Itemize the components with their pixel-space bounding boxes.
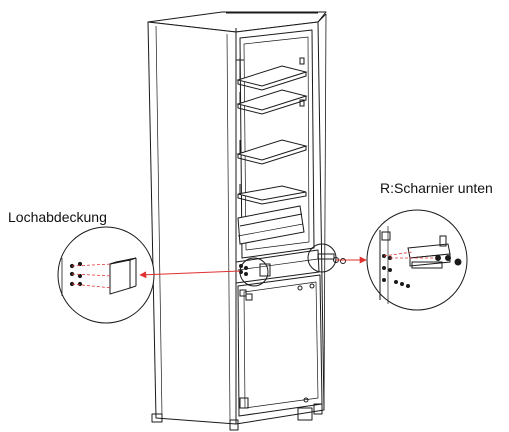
fridge-shelves [236, 57, 308, 245]
cabinet-hole-area [239, 257, 271, 287]
hinge-guides-right [383, 251, 436, 259]
crisper-drawer [237, 205, 305, 245]
shelf-2 [236, 89, 308, 115]
hole-cover [109, 259, 131, 295]
freezer-hinge-bottom [239, 397, 249, 409]
detail-circle-left [57, 226, 155, 324]
cabinet-hinge-area [307, 243, 346, 273]
fridge-compartment-frame [239, 29, 315, 259]
shelf-4 [237, 184, 307, 205]
label-lochabdeckung: Lochabdeckung [8, 209, 107, 225]
arrow-to-left-detail [139, 270, 241, 279]
shelf-3 [236, 139, 308, 165]
screw-icon [445, 255, 451, 261]
label-scharnier-unten: R:Scharnier unten [380, 180, 493, 196]
screw-icon [454, 258, 462, 266]
screw-icon [435, 255, 441, 261]
hole-guides-left [71, 263, 113, 289]
detail-circle-right [366, 209, 468, 311]
freezer-hinge-top [239, 289, 247, 297]
shelf-1 [236, 58, 308, 91]
freezer-details [239, 283, 315, 409]
